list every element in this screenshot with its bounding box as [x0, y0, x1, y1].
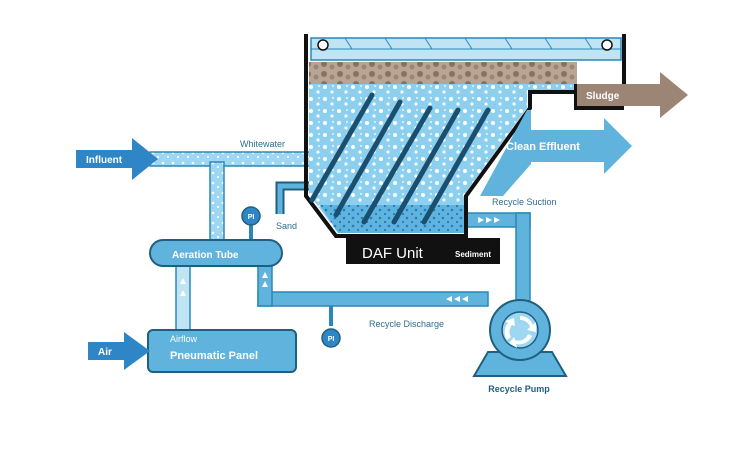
pump-rotation-icon — [504, 316, 536, 348]
clean-effluent-arrow: Clean Effluent — [480, 110, 632, 196]
influent-label: Influent — [86, 155, 123, 166]
whitewater-pipe — [149, 151, 311, 167]
daf-tank — [304, 34, 626, 238]
recycle-suction-riser — [515, 212, 531, 308]
air-arrow: Air — [88, 332, 150, 370]
sludge-layer — [309, 62, 577, 84]
pneumatic-panel-label: Pneumatic Panel — [170, 350, 258, 362]
pi-gauge-lower: PI — [321, 328, 341, 348]
daf-unit-box: DAF Unit Sediment — [346, 238, 500, 264]
pi-upper-stub — [249, 224, 253, 246]
sludge-arrow: Sludge — [586, 72, 688, 118]
daf-unit-label: DAF Unit — [362, 245, 424, 262]
flow-arrows — [180, 217, 500, 302]
aeration-riser-pipe — [209, 161, 225, 245]
aeration-tube-label: Aeration Tube — [172, 250, 239, 261]
recycle-suction-label: Recycle Suction — [492, 197, 557, 207]
recycle-pump-label: Recycle Pump — [488, 384, 550, 394]
air-label: Air — [98, 347, 112, 358]
recycle-pump: Recycle Pump — [472, 299, 568, 394]
aeration-tube: Aeration Tube — [149, 239, 283, 267]
recycle-discharge-label: Recycle Discharge — [369, 319, 444, 329]
pneumatic-panel: Airflow Pneumatic Panel — [147, 329, 297, 373]
tank-water — [309, 84, 575, 233]
pi-gauge-upper: PI — [241, 206, 261, 226]
airflow-pipe — [175, 261, 191, 333]
sediment-label: Sediment — [455, 250, 491, 259]
pi-lower-stub — [329, 306, 333, 326]
clean-effluent-label: Clean Effluent — [506, 141, 580, 153]
influent-arrow: Influent — [76, 138, 158, 180]
airflow-label: Airflow — [170, 334, 198, 344]
whitewater-label: Whitewater — [240, 139, 285, 149]
sludge-label: Sludge — [586, 91, 620, 102]
pi-lower-label: PI — [328, 336, 335, 343]
sand-label: Sand — [276, 221, 297, 231]
inclined-plates — [309, 92, 491, 225]
pi-upper-label: PI — [248, 214, 255, 221]
pipe-network — [149, 151, 531, 333]
recycle-discharge-pipe — [257, 291, 489, 307]
